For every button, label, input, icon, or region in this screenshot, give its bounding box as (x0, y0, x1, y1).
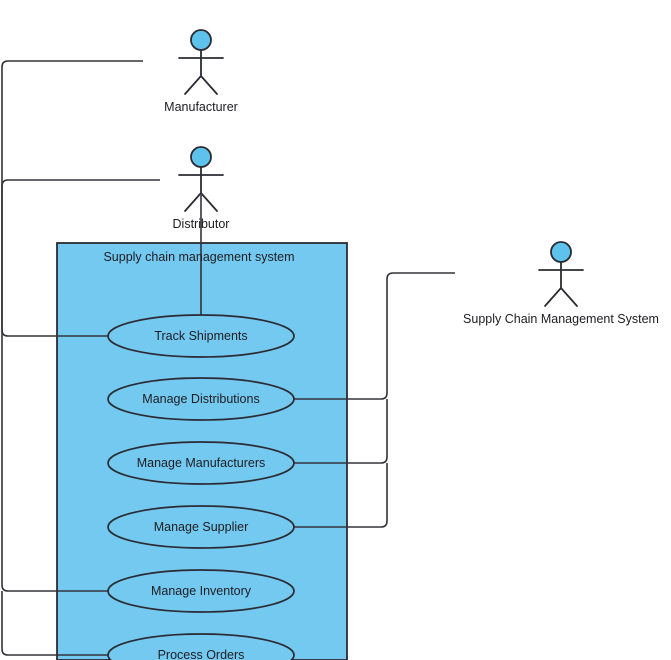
actor-label-supply-chain-management-system: Supply Chain Management System (463, 312, 659, 326)
actor-manufacturer[interactable] (178, 29, 224, 95)
connector-distributor-to-manage-inventory[interactable] (1, 179, 160, 592)
use-case-process-orders[interactable] (107, 633, 295, 660)
actor-head-icon (550, 241, 572, 263)
connector-system-actor-to-manage-distributions[interactable] (294, 272, 455, 400)
connector-right-trunk-to-manage-manufacturers[interactable] (294, 399, 388, 464)
actor-head-icon (190, 29, 212, 51)
actor-supply-chain-management-system[interactable] (538, 241, 584, 307)
use-case-label-process-orders: Process Orders (157, 648, 245, 660)
use-case-label-manage-supplier: Manage Supplier (153, 520, 249, 534)
actor-label-distributor: Distributor (172, 217, 230, 231)
use-case-manage-manufacturers[interactable] (107, 441, 295, 485)
use-case-label-manage-inventory: Manage Inventory (150, 584, 252, 598)
connector-right-trunk-to-manage-supplier[interactable] (294, 463, 388, 528)
actor-distributor[interactable] (178, 146, 224, 212)
connector-left-trunk-to-process-orders[interactable] (1, 591, 108, 656)
use-case-manage-inventory[interactable] (107, 569, 295, 613)
actor-body-icon (178, 49, 224, 95)
use-case-label-manage-distributions: Manage Distributions (142, 392, 260, 406)
actor-head-icon (190, 146, 212, 168)
use-case-manage-supplier[interactable] (107, 505, 295, 549)
actor-body-icon (178, 166, 224, 212)
actor-body-icon (538, 261, 584, 307)
actor-label-manufacturer: Manufacturer (164, 100, 238, 114)
use-case-track-shipments[interactable] (107, 314, 295, 358)
use-case-group (107, 314, 295, 660)
use-case-label-track-shipments: Track Shipments (154, 329, 248, 343)
use-case-manage-distributions[interactable] (107, 377, 295, 421)
system-boundary-title: Supply chain management system (103, 250, 295, 264)
connector-group (1, 60, 455, 656)
use-case-label-manage-manufacturers: Manage Manufacturers (136, 456, 266, 470)
